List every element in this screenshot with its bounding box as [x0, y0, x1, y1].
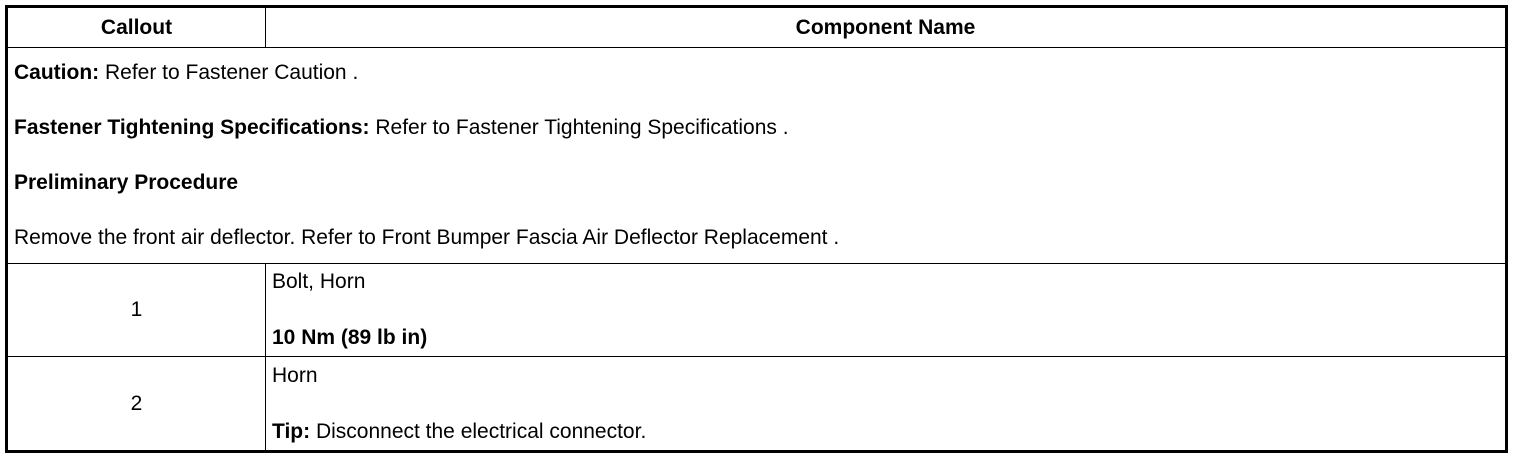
component-name-header: Component Name — [265, 6, 1507, 48]
table-row: 1 Bolt, Horn 10 Nm (89 lb in) — [6, 262, 1507, 358]
caution-line: Caution: Refer to Fastener Caution . — [14, 58, 1499, 113]
preliminary-text: Remove the front air deflector. Refer to… — [14, 225, 840, 249]
fastener-spec-label: Fastener Tightening Specifications: — [14, 115, 370, 139]
callout-cell: 1 — [6, 262, 266, 358]
torque-spec: 10 Nm (89 lb in) — [272, 326, 428, 350]
tip-text: Disconnect the electrical connector. — [310, 419, 647, 443]
component-cell: Horn Tip: Disconnect the electrical conn… — [265, 356, 1507, 452]
tip-line: Tip: Disconnect the electrical connector… — [272, 418, 1499, 446]
fastener-spec-text: Refer to Fastener Tightening Specificati… — [369, 115, 789, 139]
callout-header: Callout — [6, 6, 266, 48]
table-row: 2 Horn Tip: Disconnect the electrical co… — [6, 356, 1507, 452]
fastener-spec-line: Fastener Tightening Specifications: Refe… — [14, 113, 1499, 168]
component-name: Horn — [272, 363, 318, 387]
intro-cell: Caution: Refer to Fastener Caution . Fas… — [6, 47, 1507, 264]
tip-label: Tip: — [272, 419, 311, 443]
callout-cell: 2 — [6, 356, 266, 452]
component-cell: Bolt, Horn 10 Nm (89 lb in) — [265, 262, 1507, 358]
component-table: Callout Component Name Caution: Refer to… — [5, 5, 1508, 453]
preliminary-heading: Preliminary Procedure — [14, 170, 239, 194]
header-row: Callout Component Name — [6, 6, 1507, 48]
caution-text: Refer to Fastener Caution . — [99, 60, 359, 84]
caution-label: Caution: — [14, 60, 100, 84]
intro-row: Caution: Refer to Fastener Caution . Fas… — [6, 47, 1507, 264]
component-name: Bolt, Horn — [272, 270, 366, 294]
